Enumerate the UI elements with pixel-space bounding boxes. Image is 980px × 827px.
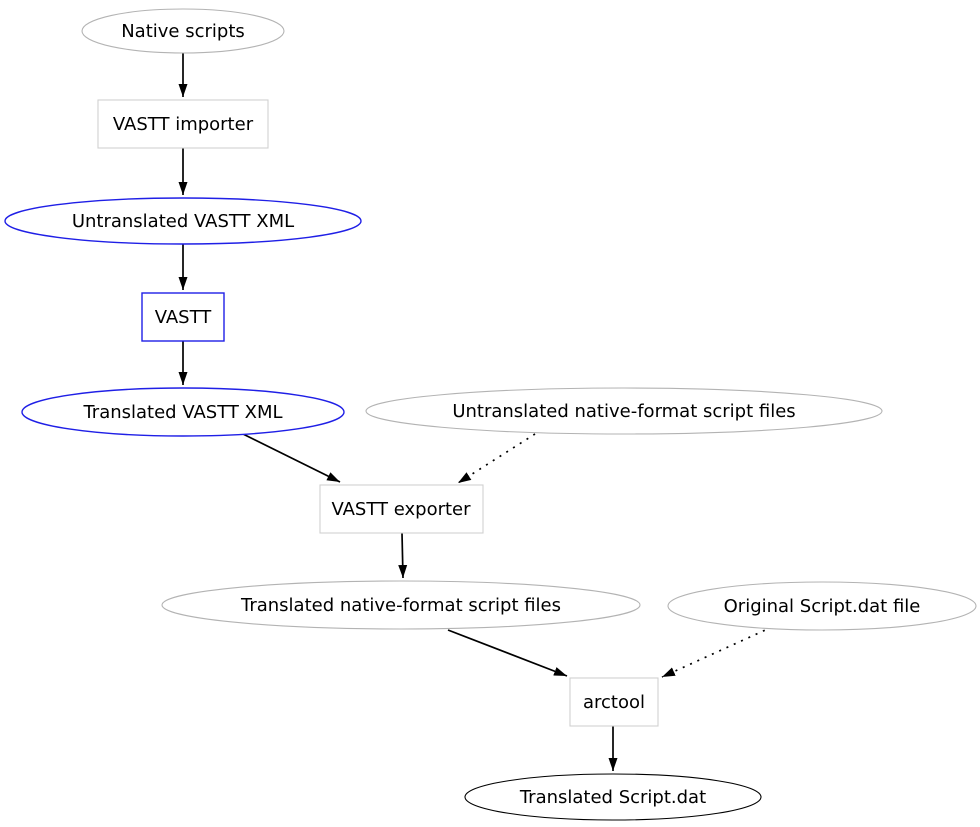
node-translated-script-dat: Translated Script.dat (464, 773, 762, 821)
edge-vastt-exporter-to-translated-native-files (398, 532, 408, 579)
node-translated-vastt-xml: Translated VASTT XML (21, 387, 345, 437)
nodes: Native scripts VASTT importer Untranslat… (4, 8, 977, 821)
node-original-script-dat-file: Original Script.dat file (667, 581, 977, 631)
node-original-script-dat-file-shape (667, 581, 977, 631)
node-translated-native-format-script-files-label: Translated native-format script files (240, 595, 561, 616)
edge-translated-vastt-xml-to-vastt-exporter (242, 433, 341, 483)
node-untranslated-native-format-script-files-shape (365, 387, 883, 435)
node-original-script-dat-file-label: Original Script.dat file (724, 596, 921, 617)
node-native-scripts-label: Native scripts (121, 21, 245, 42)
node-vastt: VASTT (141, 292, 225, 342)
node-vastt-importer-shape (97, 99, 269, 149)
node-translated-native-format-script-files-shape (161, 580, 641, 630)
node-vastt-label: VASTT (155, 307, 213, 328)
node-arctool-shape (569, 677, 659, 727)
node-native-scripts-shape (81, 8, 285, 54)
node-vastt-importer: VASTT importer (97, 99, 269, 149)
edge-translated-native-files-to-arctool (447, 629, 568, 677)
node-vastt-exporter-shape (319, 484, 484, 534)
edge-original-script-dat-to-arctool (661, 626, 773, 678)
node-translated-vastt-xml-shape (21, 387, 345, 437)
node-vastt-exporter: VASTT exporter (319, 484, 484, 534)
node-vastt-importer-label: VASTT importer (113, 114, 254, 135)
node-vastt-shape (141, 292, 225, 342)
node-arctool: arctool (569, 677, 659, 727)
node-vastt-exporter-label: VASTT exporter (331, 499, 471, 520)
node-translated-vastt-xml-label: Translated VASTT XML (82, 402, 282, 423)
node-untranslated-native-format-script-files: Untranslated native-format script files (365, 387, 883, 435)
node-untranslated-vastt-xml: Untranslated VASTT XML (4, 197, 362, 245)
edges (178, 53, 773, 771)
node-translated-script-dat-label: Translated Script.dat (519, 787, 706, 808)
edge-untranslated-native-files-to-vastt-exporter (457, 433, 536, 484)
node-translated-script-dat-shape (464, 773, 762, 821)
node-translated-native-format-script-files: Translated native-format script files (161, 580, 641, 630)
node-arctool-label: arctool (583, 692, 645, 713)
node-untranslated-vastt-xml-label: Untranslated VASTT XML (72, 211, 294, 232)
node-untranslated-vastt-xml-shape (4, 197, 362, 245)
node-native-scripts: Native scripts (81, 8, 285, 54)
node-untranslated-native-format-script-files-label: Untranslated native-format script files (452, 401, 795, 422)
